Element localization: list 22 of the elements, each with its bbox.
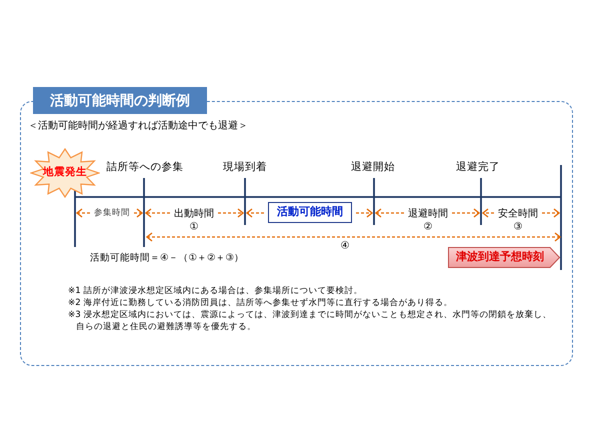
formula-text: 活動可能時間＝④－（①＋②＋③）: [90, 254, 244, 264]
step-number: ②: [424, 221, 432, 233]
footnote: ※1 詰所が津波浸水想定区域内にある場合は、参集場所について要検討。: [68, 285, 364, 297]
dashed-panel: [20, 87, 573, 366]
duration-label: 退避時間: [408, 208, 448, 220]
starburst-shape: 地震発生: [30, 148, 100, 198]
duration-label: 参集時間: [94, 209, 130, 219]
event-label: 現場到着: [223, 160, 267, 174]
duration-label: 安全時間: [498, 208, 538, 220]
highlight-box: 活動可能時間: [268, 202, 352, 223]
event-label: 退避完了: [456, 160, 500, 174]
title-tab: 活動可能時間の判断例: [33, 87, 207, 114]
step-number: ④: [340, 240, 350, 252]
step-number: ①: [190, 221, 198, 233]
event-label: 詰所等への参集: [106, 160, 184, 174]
arrow-banner: 津波到達予想時刻: [448, 247, 560, 268]
duration-label: 出動時間: [174, 208, 214, 220]
footnote: ※2 海岸付近に勤務している消防団員は、詰所等へ参集せず水門等に直行する場合があり得る。: [68, 297, 454, 309]
subtitle-text: ＜活動可能時間が経過すれば活動途中でも退避＞: [28, 120, 248, 132]
event-label: 退避開始: [351, 160, 395, 174]
footnote: ※3 浸水想定区域内においては、震源によっては、津波到達までに時間がないことも想定され、水門等の閉鎖を放棄し、自らの退避と住民の避難誘導等を優先する。: [68, 309, 552, 333]
step-number: ③: [514, 221, 522, 233]
